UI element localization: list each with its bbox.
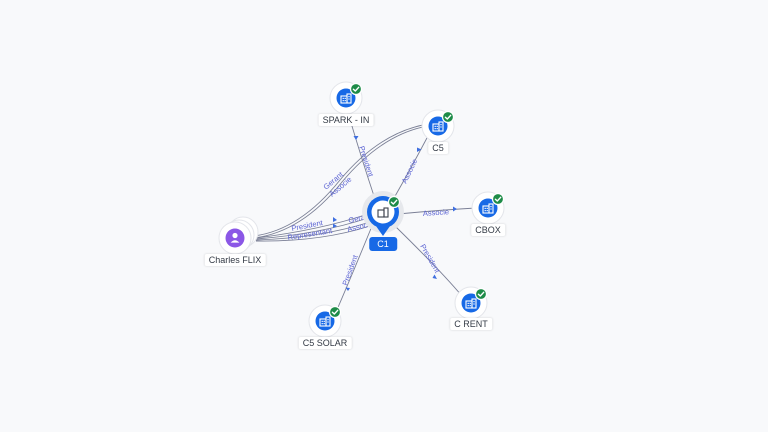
- verified-badge: [441, 110, 455, 124]
- edge-c5-c1: [393, 135, 429, 199]
- edge-charles-c5-b: [253, 125, 429, 239]
- edge-label-c1-crent: President: [418, 243, 442, 276]
- verified-badge: [349, 82, 363, 96]
- node-label-cbox[interactable]: CBOX: [471, 224, 505, 236]
- edge-label-c1-c5solar: President: [340, 253, 360, 287]
- node-label-charles[interactable]: Charles FLIX: [204, 254, 266, 266]
- node-spark[interactable]: [329, 81, 363, 115]
- arrow-charles-c1-b: [333, 223, 337, 228]
- verified-badge: [491, 192, 505, 206]
- edge-charles-c1-c: [255, 221, 371, 241]
- arrow-charles-c1: [333, 217, 337, 222]
- node-label-c5[interactable]: C5: [428, 142, 448, 154]
- verified-badge: [328, 305, 342, 319]
- edge-charles-c1-b: [255, 217, 369, 240]
- arrow-c1-crent: [432, 274, 437, 279]
- node-charles[interactable]: [218, 216, 259, 255]
- person-icon: [230, 232, 240, 243]
- edge-charles-c5: [253, 123, 429, 237]
- edge-c1-cbox: [397, 207, 477, 215]
- node-c1[interactable]: [362, 191, 404, 236]
- arrow-c1-cbox: [453, 206, 457, 212]
- edge-charles-c1-d: [255, 225, 371, 242]
- arrow-spark-c1: [353, 136, 359, 140]
- edge-c1-crent: [394, 225, 463, 297]
- arrow-heads: [333, 136, 457, 291]
- arrow-c1-c5solar: [345, 287, 350, 291]
- arrow-c5-c1: [417, 147, 422, 152]
- verified-badge: [387, 195, 401, 209]
- verified-badge: [474, 287, 488, 301]
- center-building-icon: [377, 207, 389, 218]
- node-c5[interactable]: [421, 109, 455, 143]
- node-crent[interactable]: [454, 286, 488, 320]
- node-label-c5solar[interactable]: C5 SOLAR: [298, 337, 352, 349]
- node-label-crent[interactable]: C RENT: [450, 318, 492, 330]
- node-cbox[interactable]: [471, 191, 505, 225]
- node-c5solar[interactable]: [308, 304, 342, 338]
- edge-label-spark-c1: President: [357, 145, 376, 179]
- node-label-spark[interactable]: SPARK - IN: [318, 114, 374, 126]
- edge-label-c5-c1: Associe: [400, 157, 420, 185]
- edge-charles-c1-a: [255, 213, 369, 239]
- edge-c1-c5solar: [335, 225, 373, 313]
- node-label-c1[interactable]: C1: [369, 237, 397, 251]
- edge-label-c1-cbox: Associe: [423, 207, 450, 218]
- edges: [253, 115, 477, 313]
